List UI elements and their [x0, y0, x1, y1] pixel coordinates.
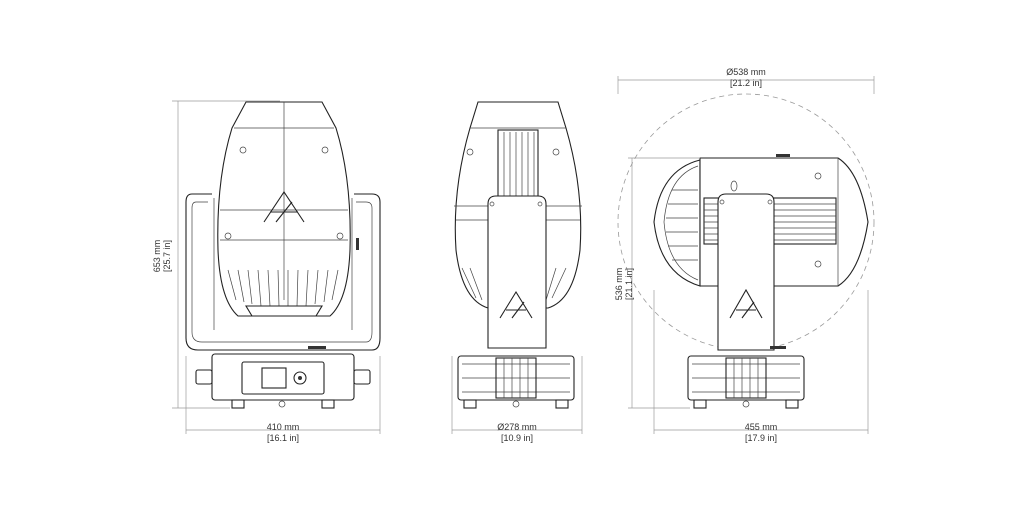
- front-height-in: [25.7 in]: [162, 240, 172, 272]
- front-width-mm: 410 mm: [267, 422, 300, 432]
- front-width-dimension: 410 mm [16.1 in]: [185, 356, 381, 443]
- side-view: Ø278 mm [10.9 in]: [451, 101, 583, 443]
- tilted-base: [687, 346, 805, 409]
- side-base: [457, 355, 575, 409]
- front-yoke: [185, 193, 381, 351]
- tilted-sweep-mm: Ø538 mm: [726, 67, 766, 77]
- front-view: 653 mm [25.7 in]: [152, 100, 381, 443]
- front-base: [195, 346, 371, 409]
- tilted-yoke-arm: [717, 193, 775, 351]
- tilted-height-mm: 536 mm: [614, 268, 624, 301]
- tilted-width-mm: 455 mm: [745, 422, 778, 432]
- side-diameter-dimension: Ø278 mm [10.9 in]: [451, 356, 583, 443]
- front-head: [217, 101, 351, 317]
- tilted-sweep-in: [21.2 in]: [730, 78, 762, 88]
- tilted-height-dimension: 536 mm [21.1 in]: [614, 157, 700, 409]
- tilted-width-dimension: 455 mm [17.9 in]: [653, 290, 869, 443]
- front-height-mm: 653 mm: [152, 240, 162, 273]
- tilted-height-in: [21.1 in]: [624, 268, 634, 300]
- front-width-in: [16.1 in]: [267, 433, 299, 443]
- tilted-width-in: [17.9 in]: [745, 433, 777, 443]
- front-height-dimension: 653 mm [25.7 in]: [152, 100, 280, 409]
- side-diameter-in: [10.9 in]: [501, 433, 533, 443]
- side-diameter-mm: Ø278 mm: [497, 422, 537, 432]
- tilted-view: Ø538 mm [21.2 in]: [614, 67, 875, 443]
- side-yoke-arm: [487, 195, 547, 349]
